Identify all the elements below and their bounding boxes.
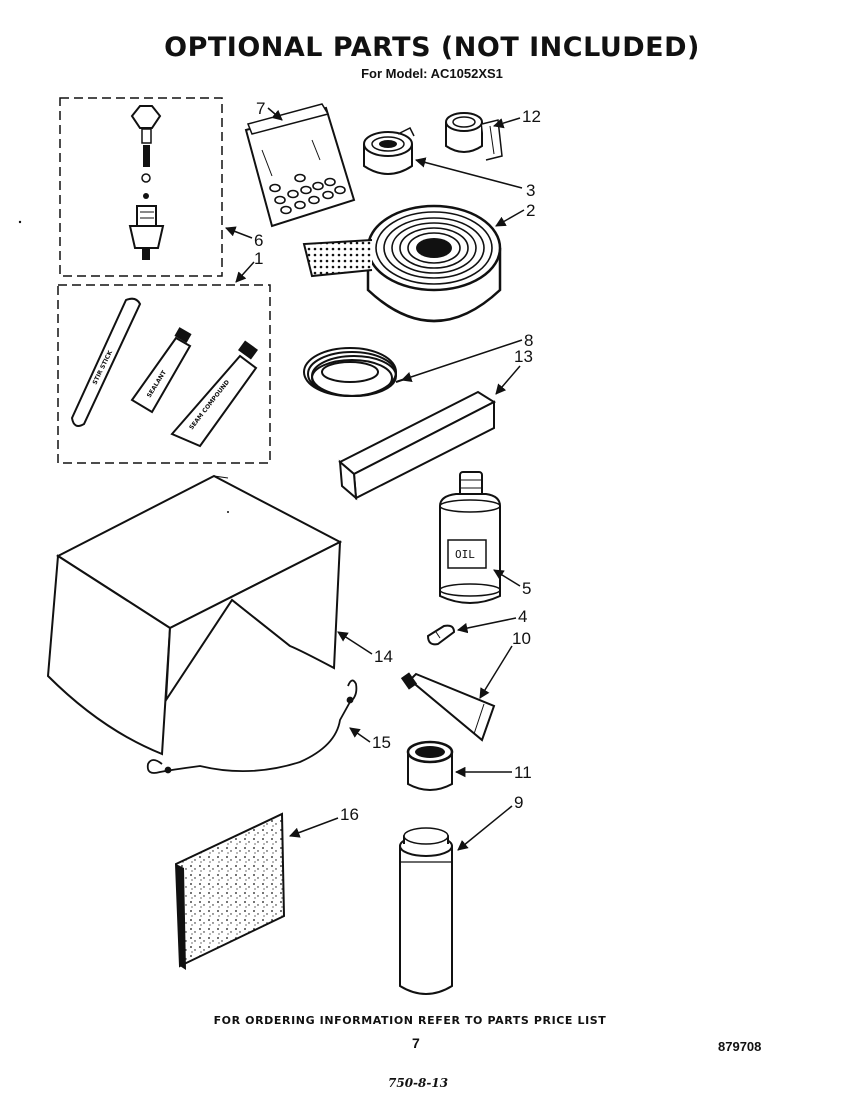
callout-number: 3	[526, 181, 535, 200]
callout-9: 9	[457, 793, 523, 851]
part-9-aerosol-can	[399, 827, 453, 995]
callout-number: 11	[514, 763, 532, 782]
part-11-small-can	[406, 740, 454, 791]
part-14-cover	[46, 474, 343, 756]
callout-15: 15	[349, 727, 391, 752]
callout-13: 13	[495, 347, 533, 395]
stray-mark	[18, 220, 22, 224]
part-2-foam-tape-roll	[302, 204, 502, 323]
page-number: 7	[412, 1035, 420, 1051]
part-6-valve-assembly	[59, 97, 223, 277]
callout-number: 13	[514, 347, 533, 366]
part-4-capsule	[426, 624, 456, 646]
callout-14: 14	[337, 631, 393, 666]
callout-number: 1	[254, 249, 263, 268]
part-3-small-tape-roll	[363, 126, 415, 175]
ordering-note: FOR ORDERING INFORMATION REFER TO PARTS …	[213, 1014, 607, 1027]
document-number: 879708	[718, 1039, 762, 1054]
callout-number: 7	[256, 99, 265, 118]
callout-11: 11	[454, 763, 532, 782]
part-12-tape-roll	[445, 112, 503, 161]
callout-number: 5	[522, 579, 531, 598]
callout-12: 12	[492, 107, 541, 129]
part-16-filter-pad	[174, 812, 286, 970]
callout-number: 14	[374, 647, 393, 666]
callout-6: 6	[225, 226, 263, 250]
callout-8: 8	[401, 331, 533, 382]
callout-number: 10	[512, 629, 531, 648]
callout-3: 3	[414, 157, 535, 200]
part-8-coiled-tube	[303, 347, 409, 397]
callout-4: 4	[456, 607, 527, 634]
callout-10: 10	[479, 629, 531, 699]
callout-number: 12	[522, 107, 541, 126]
handwritten-code: 750-8-13	[388, 1076, 449, 1090]
callout-5: 5	[493, 569, 531, 598]
part-1-seal-kit: STIR STICK SEALANT SEAM COMPOUND	[57, 284, 271, 464]
callout-2: 2	[495, 201, 535, 227]
callout-number: 2	[526, 201, 535, 220]
callout-16: 16	[289, 805, 359, 838]
oil-label: OIL	[455, 548, 475, 561]
stray-mark	[227, 511, 229, 513]
page-title: OPTIONAL PARTS (NOT INCLUDED)	[164, 32, 700, 63]
part-5-oil-bottle: OIL	[439, 471, 501, 604]
part-10-small-tube	[400, 672, 496, 742]
part-7-o-ring-bag	[244, 103, 356, 228]
model-subtitle: For Model: AC1052XS1	[361, 66, 503, 81]
callout-number: 9	[514, 793, 523, 812]
callout-number: 8	[524, 331, 533, 350]
part-15-cord	[146, 679, 358, 774]
callout-number: 4	[518, 607, 527, 626]
callout-number: 15	[372, 733, 391, 752]
callout-number: 16	[340, 805, 359, 824]
callout-7: 7	[256, 99, 283, 121]
callout-1: 1	[235, 249, 263, 283]
part-13-foam-strip	[338, 390, 497, 501]
callout-number: 6	[254, 231, 263, 250]
